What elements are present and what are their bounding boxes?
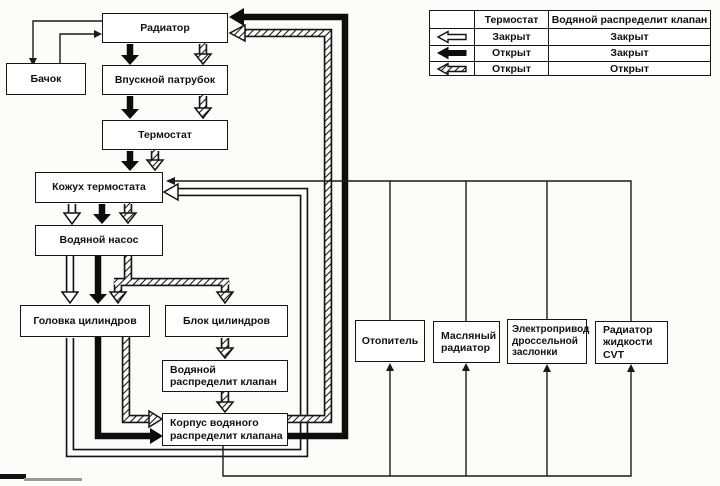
open-flow-paths <box>60 182 309 458</box>
box-cylinder-block: Блок цилиндров <box>165 305 288 337</box>
scan-artifact-light <box>24 478 82 481</box>
box-water-dist-valve-body: Корпус водяного распределит клапана <box>162 413 288 446</box>
open-arrowhead <box>62 212 82 226</box>
open-arrowhead <box>60 291 80 305</box>
box-oil-radiator: Масляный радиатор <box>433 321 500 363</box>
hatched-flow-paths <box>108 23 333 429</box>
box-thermostat: Термостат <box>102 120 228 150</box>
box-water-pump: Водяной насос <box>35 225 163 256</box>
box-water-dist-valve: Водяной распределит клапан <box>162 360 288 392</box>
solid-flow-paths <box>89 8 349 444</box>
open-left-arrow-icon <box>430 28 474 45</box>
legend-r1-thermostat: Закрыт <box>474 28 548 45</box>
box-cvt-radiator: Радиатор жидкости CVT <box>595 321 668 364</box>
plain-arrowheads <box>29 30 635 372</box>
legend-r3-thermostat: Открыт <box>474 61 548 75</box>
box-radiator: Радиатор <box>102 13 228 43</box>
open-arrowhead <box>162 182 179 202</box>
legend-table: Термостат Водяной распределит клапан Зак… <box>429 10 711 76</box>
scan-artifact-dark <box>0 474 26 479</box>
box-inlet-pipe: Впускной патрубок <box>102 65 228 95</box>
legend-r2-thermostat: Открыт <box>474 44 548 61</box>
legend-header-thermostat: Термостат <box>474 11 548 28</box>
box-tank: Бачок <box>6 63 86 95</box>
box-throttle-actuator: Электропривод дроссельной заслонки <box>507 319 589 364</box>
box-heater: Отопитель <box>355 320 425 362</box>
legend-r2-valve: Закрыт <box>548 44 710 61</box>
legend-r1-valve: Закрыт <box>548 28 710 45</box>
solid-left-arrow-icon <box>430 44 474 62</box>
box-cylinder-head: Головка цилиндров <box>20 305 150 337</box>
hatched-arrowheads <box>108 23 246 429</box>
legend-header-valve: Водяной распределит клапан <box>548 11 710 28</box>
plain-flow-lines <box>32 20 632 477</box>
legend-r3-valve: Открыт <box>548 61 710 75</box>
solid-arrowheads <box>89 8 244 444</box>
hatched-left-arrow-icon <box>430 61 474 75</box>
box-thermostat-housing: Кожух термостата <box>35 172 163 203</box>
legend-corner-cell <box>430 11 474 28</box>
